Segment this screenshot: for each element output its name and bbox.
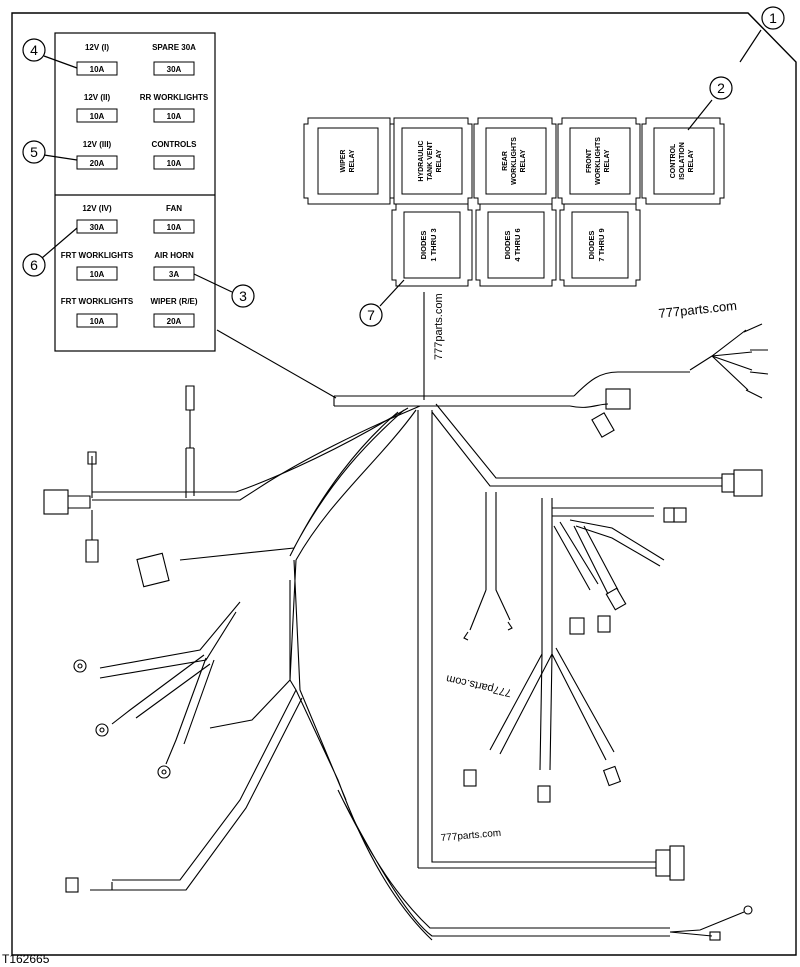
relay-label: RELAY (604, 149, 611, 172)
relay-label: RELAY (436, 149, 443, 172)
watermark: 777parts.com (445, 672, 513, 699)
diode-housing-2: DIODES 4 THRU 6 (475, 203, 557, 287)
relay-label: ISOLATION (679, 142, 686, 180)
watermark: 777parts.com (658, 298, 738, 321)
diode-label: DIODES (419, 231, 428, 260)
watermark: 777parts.com (440, 828, 501, 844)
relay-housing-wiper: WIPER RELAY (303, 117, 395, 205)
relay-panel: WIPER RELAY HYDRAULIC TANK VENT RELAY RE… (303, 117, 725, 287)
diagram-frame (11, 12, 797, 956)
fuse-label-fan: FAN (166, 204, 182, 213)
relay-label: TANK VENT (427, 141, 434, 181)
fuse-label-air-horn: AIR HORN (154, 251, 194, 260)
diode-label: 7 THRU 9 (597, 228, 606, 261)
relay-housing-front-worklights: FRONT WORKLIGHTS RELAY (557, 117, 641, 205)
relay-label: HYDRAULIC (418, 140, 425, 181)
fuse-rating: 10A (167, 159, 182, 168)
callout-number: 2 (717, 80, 725, 96)
fuse-label-rr-worklights: RR WORKLIGHTS (140, 93, 209, 102)
relay-label: RELAY (520, 149, 527, 172)
callouts: 1 2 3 4 5 6 7 (22, 6, 785, 327)
fuse-rating: 30A (167, 65, 182, 74)
fuse-rating: 30A (90, 223, 105, 232)
relay-label: RELAY (349, 149, 356, 172)
diode-housing-3: DIODES 7 THRU 9 (559, 203, 641, 287)
fuse-rating: 10A (167, 223, 182, 232)
fuse-rating: 10A (90, 317, 105, 326)
callout-6: 6 (22, 227, 78, 277)
callout-7: 7 (359, 279, 405, 327)
callout-number: 3 (239, 288, 247, 304)
callout-number: 5 (30, 144, 38, 160)
fuse-label-controls: CONTROLS (152, 140, 198, 149)
relay-label: FRONT (586, 148, 593, 173)
callout-5: 5 (22, 140, 78, 164)
wiring-harness (43, 292, 769, 941)
callout-number: 1 (769, 10, 777, 26)
fuse-rating: 20A (167, 317, 182, 326)
diode-label: 1 THRU 3 (429, 228, 438, 261)
callout-1: 1 (739, 6, 785, 63)
fuse-rating: 3A (169, 270, 179, 279)
fuse-rating: 10A (167, 112, 182, 121)
callout-3: 3 (193, 273, 255, 308)
relay-label: CONTROL (670, 143, 677, 178)
callout-2: 2 (687, 76, 733, 131)
fuse-rating: 10A (90, 270, 105, 279)
relay-label: WORKLIGHTS (511, 137, 518, 185)
fuse-label-12v-iv: 12V (IV) (82, 204, 112, 213)
diode-label: 4 THRU 6 (513, 228, 522, 261)
fuse-label-frt-worklights-2: FRT WORKLIGHTS (61, 297, 134, 306)
fuse-label-12v-iii: 12V (III) (83, 140, 112, 149)
diode-housing-1: DIODES 1 THRU 3 (391, 203, 473, 287)
relay-label: WORKLIGHTS (595, 137, 602, 185)
fuse-panel: 12V (I) 10A SPARE 30A 30A 12V (II) 10A R… (54, 32, 216, 352)
callout-4: 4 (22, 38, 78, 69)
fuse-label-12v-i: 12V (I) (85, 43, 109, 52)
watermark: 777parts.com (433, 293, 445, 360)
fuse-label-wiper-re: WIPER (R/E) (150, 297, 197, 306)
fuse-label-12v-ii: 12V (II) (84, 93, 111, 102)
fuse-rating: 20A (90, 159, 105, 168)
relay-label: RELAY (688, 149, 695, 172)
callout-number: 7 (367, 307, 375, 323)
fuse-rating: 10A (90, 65, 105, 74)
callout-number: 4 (30, 42, 38, 58)
fuse-label-frt-worklights: FRT WORKLIGHTS (61, 251, 134, 260)
diode-label: DIODES (587, 231, 596, 260)
diode-label: DIODES (503, 231, 512, 260)
relay-label: REAR (502, 151, 509, 171)
fuse-rating: 10A (90, 112, 105, 121)
relay-label: WIPER (340, 150, 347, 173)
relay-housing-rear-worklights: REAR WORKLIGHTS RELAY (473, 117, 557, 205)
fuse-label-spare: SPARE 30A (152, 43, 196, 52)
relay-housing-control-isolation: CONTROL ISOLATION RELAY (641, 117, 725, 205)
figure-id: T162665 (2, 952, 50, 966)
relay-housing-hydraulic: HYDRAULIC TANK VENT RELAY (389, 117, 473, 205)
callout-number: 6 (30, 257, 38, 273)
